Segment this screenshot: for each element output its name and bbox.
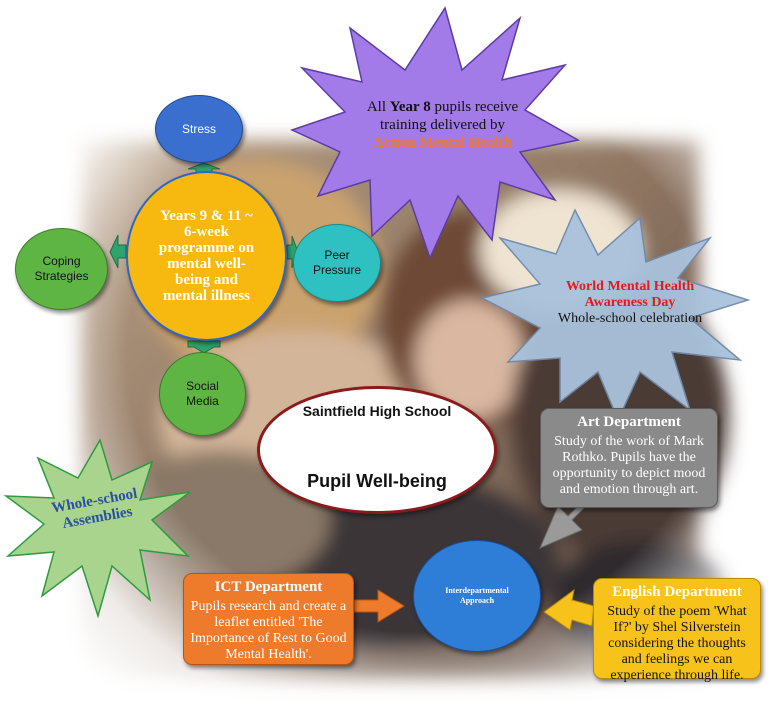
ict-title: ICT Department xyxy=(214,579,323,595)
arrow-ict-to-interdept xyxy=(353,589,405,623)
art-department-box: Art Department Study of the work of Mark… xyxy=(540,408,718,508)
years-line4: mental well- xyxy=(167,256,246,272)
social-label-line1: Social xyxy=(186,379,219,393)
year8-star xyxy=(289,6,581,261)
year8-star-text: All Year 8 pupils receive training deliv… xyxy=(350,98,535,152)
peer-label-line2: Pressure xyxy=(312,263,362,277)
social-label-line2: Media xyxy=(186,394,219,408)
interdept-line1: Interdepartmental xyxy=(445,586,509,595)
peer-pressure-circle: Peer Pressure xyxy=(293,224,381,302)
wmh-subtitle: Whole-school celebration xyxy=(557,311,703,326)
school-name: Saintfield High School xyxy=(302,403,452,419)
years-line2: 6-week xyxy=(183,224,229,240)
assembly-star xyxy=(3,438,191,619)
years-line1: Years 9 & 11 ~ xyxy=(160,208,253,224)
wmh-title-line1: World Mental Health xyxy=(565,279,695,294)
art-title: Art Department xyxy=(577,414,681,430)
year8-suffix: pupils receive xyxy=(430,99,519,115)
year8-line2: training delivered by xyxy=(380,117,505,133)
years-line6: mental illness xyxy=(162,288,251,304)
interdept-line2: Approach xyxy=(459,596,495,605)
ict-department-box: ICT Department Pupils research and creat… xyxy=(183,573,354,665)
english-title: English Department xyxy=(612,584,742,600)
stress-circle: Stress xyxy=(155,95,243,163)
coping-label-line1: Coping xyxy=(42,254,81,268)
arrow-to-social xyxy=(187,340,221,354)
years-line3: programme on xyxy=(158,240,255,256)
wmh-star xyxy=(479,208,751,422)
social-media-circle: Social Media xyxy=(159,352,246,436)
coping-label-line2: Strategies xyxy=(34,269,89,283)
interdepartmental-circle: Interdepartmental Approach xyxy=(413,540,541,652)
arrow-to-coping xyxy=(109,234,127,269)
peer-label-line1: Peer xyxy=(324,248,350,262)
art-body: Study of the work of Mark Rothko. Pupils… xyxy=(552,434,706,497)
wmh-title-line2: Awareness Day xyxy=(584,295,676,310)
year8-bold: Year 8 xyxy=(389,99,431,115)
ict-body: Pupils research and create a leaflet ent… xyxy=(190,599,347,662)
years-line5: being and xyxy=(175,272,238,288)
english-department-box: English Department Study of the poem 'Wh… xyxy=(593,578,761,683)
english-body: Study of the poem 'What If?' by Shel Sil… xyxy=(607,604,747,683)
years-programme-circle: Years 9 & 11 ~ 6-week programme on menta… xyxy=(126,171,287,341)
wmh-star-text: World Mental Health Awareness Day Whole-… xyxy=(540,279,720,327)
arrow-english-to-interdept xyxy=(543,588,595,631)
year8-prefix: All xyxy=(366,99,390,115)
center-oval: Saintfield High School Pupil Well-being xyxy=(257,386,497,514)
action-mental-health: Action Mental Health xyxy=(372,135,513,151)
stress-label: Stress xyxy=(181,122,216,136)
coping-strategies-circle: Coping Strategies xyxy=(15,228,108,310)
pupil-wellbeing-title: Pupil Well-being xyxy=(307,471,447,491)
